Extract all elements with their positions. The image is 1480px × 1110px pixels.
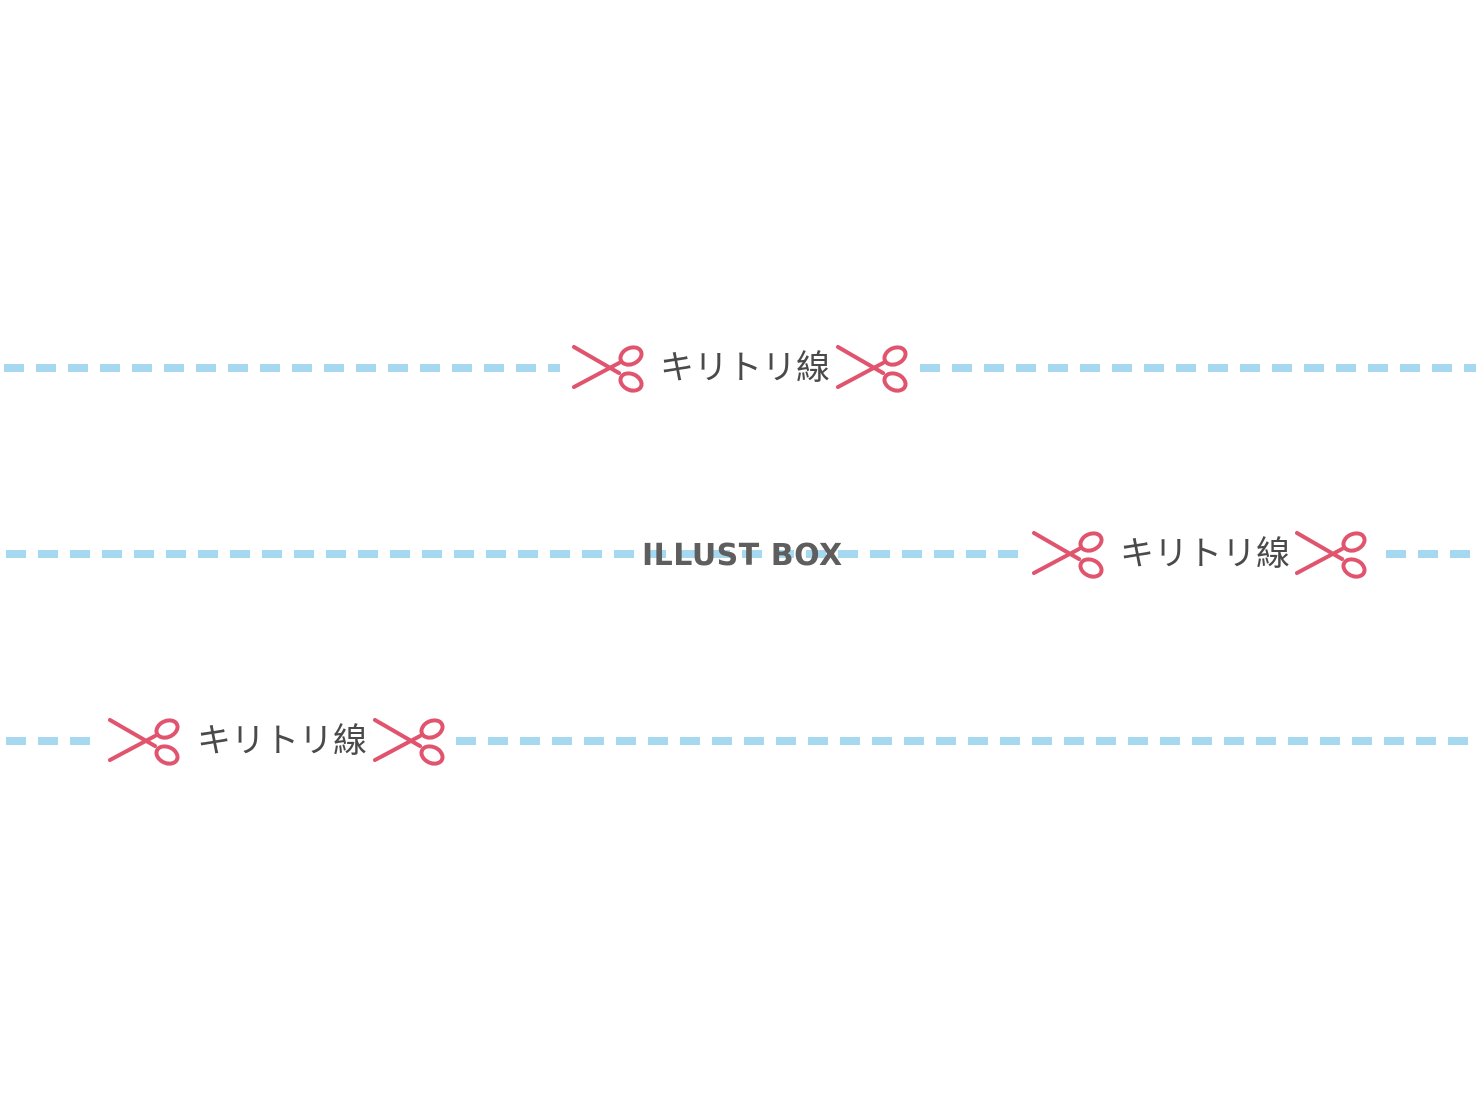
cut-line-label: キリトリ線 xyxy=(1120,534,1290,574)
scissors-icon xyxy=(835,343,911,395)
dashed-line-left xyxy=(6,737,96,745)
scissors-icon xyxy=(1031,529,1107,581)
dashed-line-left xyxy=(6,550,1020,558)
scissors-icon xyxy=(571,343,647,395)
dashed-line-right xyxy=(1386,550,1476,558)
watermark: ILLUST BOX xyxy=(642,538,843,573)
scissors-icon xyxy=(1294,529,1370,581)
dashed-line-right xyxy=(456,737,1476,745)
scissors-icon xyxy=(107,716,183,768)
dashed-line-left xyxy=(4,364,560,372)
cut-line-label: キリトリ線 xyxy=(660,348,830,388)
scissors-icon xyxy=(372,716,448,768)
dashed-line-right xyxy=(920,364,1476,372)
cut-line-label: キリトリ線 xyxy=(197,721,367,761)
